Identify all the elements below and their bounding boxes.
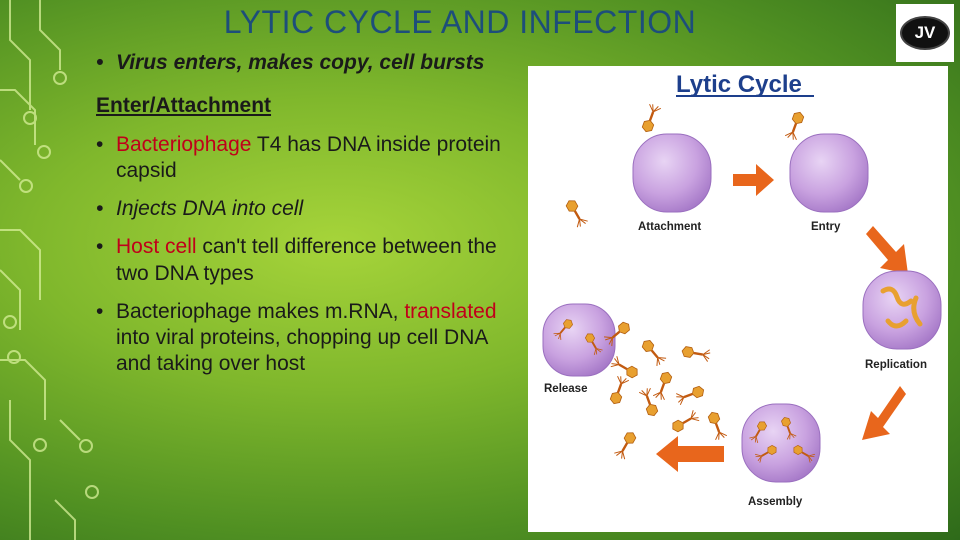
stage-attachment: Attachment bbox=[632, 102, 712, 233]
phage-icon bbox=[639, 337, 668, 368]
bullet-dot: • bbox=[96, 51, 104, 74]
phage-icon bbox=[609, 355, 641, 381]
bullet-text: Bacteriophage makes m.RNA, bbox=[116, 299, 399, 323]
stage-entry: Entry bbox=[784, 109, 869, 233]
stage-label-attachment: Attachment bbox=[638, 221, 701, 233]
bullet-virus-enters: • Virus enters, makes copy, cell bursts bbox=[96, 50, 526, 76]
stage-label-release: Release bbox=[544, 383, 587, 395]
stage-replication: Replication bbox=[862, 270, 942, 371]
bullet-highlight: Host cell bbox=[116, 235, 197, 259]
stage-label-assembly: Assembly bbox=[748, 496, 803, 508]
phage-icon bbox=[680, 344, 712, 363]
stage-label-replication: Replication bbox=[865, 359, 927, 371]
bullet-text: can't tell difference between the two DN… bbox=[116, 235, 497, 285]
diagram-canvas: Lytic Cycle Attachment Entry Replication bbox=[542, 71, 942, 508]
arrow-icon bbox=[656, 436, 724, 472]
bullet-highlight: translated bbox=[404, 299, 497, 323]
bullet-highlight: Bacteriophage bbox=[116, 132, 252, 156]
jv-logo: JV bbox=[896, 4, 954, 62]
phage-icon bbox=[639, 102, 662, 135]
attachment-cell bbox=[632, 133, 712, 213]
bullet-injects-dna: • Injects DNA into cell bbox=[96, 196, 526, 222]
arrow-icon bbox=[733, 164, 774, 196]
release-cell bbox=[542, 303, 616, 377]
circuit-decoration bbox=[0, 0, 99, 540]
phage-icon bbox=[613, 429, 639, 461]
diagram-title: Lytic Cycle bbox=[676, 71, 802, 98]
dna-icon bbox=[880, 286, 923, 329]
entry-cell bbox=[789, 133, 869, 213]
phage-icon bbox=[607, 374, 630, 407]
bullet-dot: • bbox=[96, 132, 104, 156]
released-phages bbox=[602, 319, 728, 461]
phage-icon bbox=[563, 197, 589, 229]
arrow-icon bbox=[862, 386, 906, 440]
phage-icon bbox=[784, 109, 807, 142]
bullet-text: Injects DNA into cell bbox=[116, 197, 304, 220]
bullet-dot: • bbox=[96, 235, 104, 259]
lytic-cycle-diagram: Lytic Cycle Attachment Entry Replication bbox=[528, 66, 948, 532]
arrow-icon bbox=[866, 226, 908, 274]
phage-icon bbox=[638, 386, 661, 419]
phage-icon bbox=[674, 383, 707, 406]
stage-assembly: Assembly bbox=[741, 403, 821, 508]
stage-label-entry: Entry bbox=[811, 221, 841, 233]
stage-release: Release bbox=[542, 303, 616, 395]
bullet-dot: • bbox=[96, 197, 104, 220]
bullet-host-cell: • Host cell can't tell difference betwee… bbox=[96, 234, 526, 287]
bullet-list: • Virus enters, makes copy, cell bursts … bbox=[96, 50, 526, 378]
bullet-text: into viral proteins, chopping up cell DN… bbox=[116, 326, 488, 376]
phage-icon bbox=[669, 409, 701, 435]
bullet-makes-mrna: • Bacteriophage makes m.RNA, translated … bbox=[96, 299, 526, 378]
logo-badge: JV bbox=[900, 16, 950, 50]
section-heading: Enter/Attachment bbox=[96, 94, 272, 118]
phage-icon bbox=[705, 409, 728, 442]
replication-cell bbox=[862, 270, 942, 350]
slide-title: LYTIC CYCLE AND INFECTION bbox=[223, 4, 697, 40]
bullet-dot: • bbox=[96, 299, 104, 323]
phage-icon bbox=[652, 369, 675, 402]
bullet-text: Virus enters, makes copy, cell bursts bbox=[116, 51, 485, 74]
bullet-bacteriophage-t4: • Bacteriophage T4 has DNA inside protei… bbox=[96, 132, 526, 185]
bullet-text: T4 has DNA inside protein capsid bbox=[116, 132, 501, 182]
assembly-cell bbox=[741, 403, 821, 483]
